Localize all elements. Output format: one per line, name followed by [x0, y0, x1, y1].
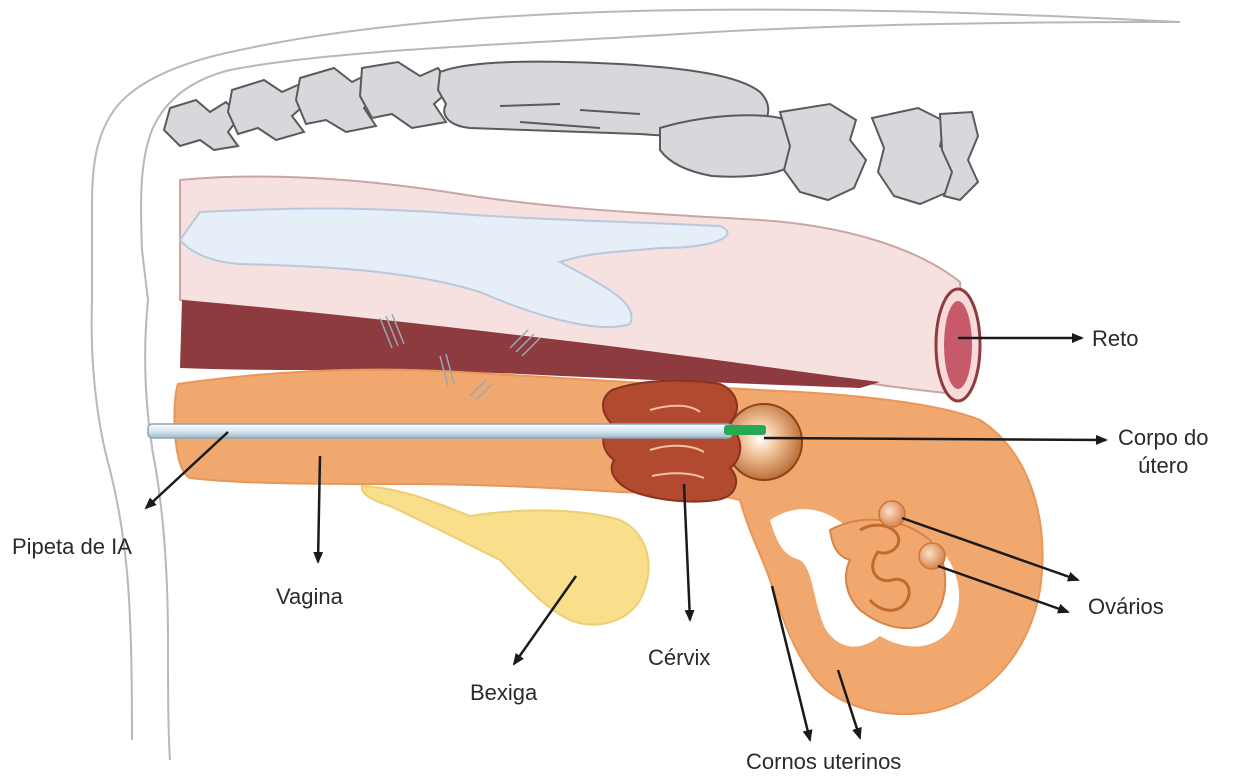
cervix — [603, 381, 740, 502]
arrow-cervix — [684, 484, 690, 620]
label-cervix: Cérvix — [648, 644, 710, 672]
label-corpo-do-utero: Corpo do útero — [1118, 424, 1209, 480]
label-pipeta-de-ia: Pipeta de IA — [12, 533, 132, 561]
label-bexiga: Bexiga — [470, 679, 537, 707]
label-cornos-uterinos: Cornos uterinos — [746, 748, 901, 776]
label-ovarios: Ovários — [1088, 593, 1164, 621]
bladder — [362, 486, 649, 625]
ai-pipette — [148, 424, 766, 438]
label-vagina: Vagina — [276, 583, 343, 611]
label-corpo-line1: Corpo do — [1118, 424, 1209, 452]
rectum — [180, 176, 980, 401]
label-corpo-line2: útero — [1118, 452, 1209, 480]
label-reto: Reto — [1092, 325, 1138, 353]
